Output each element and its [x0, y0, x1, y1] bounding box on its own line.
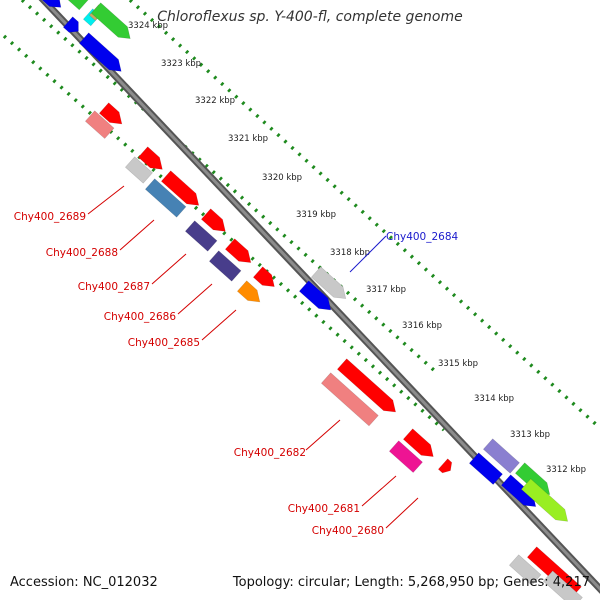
gene-arrow[interactable] [144, 178, 187, 218]
ruler-tick-label: 3315 kbp [438, 359, 478, 369]
ruler-tick-label: 3319 kbp [296, 210, 336, 220]
ruler-tick-label: 3324 kbp [128, 21, 168, 31]
gene-arrow[interactable] [160, 170, 200, 206]
ruler-tick-label: 3322 kbp [195, 96, 235, 106]
accession-text: Accession: NC_012032 [10, 575, 158, 590]
gene-label-leader [349, 235, 387, 273]
lower-dotted-line [2, 34, 446, 432]
ruler-tick-label: 3312 kbp [546, 465, 586, 475]
ruler-tick-label: 3313 kbp [510, 430, 550, 440]
gene-label[interactable]: Chy400_2689 [14, 211, 86, 223]
ruler-dotted-line [128, 0, 600, 430]
gene-arrow[interactable] [200, 208, 226, 232]
ruler-tick-label: 3323 kbp [161, 59, 201, 69]
gene-arrow[interactable] [84, 110, 115, 139]
gene-arrow[interactable] [208, 250, 242, 282]
gene-label[interactable]: Chy400_2685 [128, 337, 200, 349]
gene-label-leader [305, 419, 341, 451]
gene-arrow[interactable] [98, 102, 123, 125]
gene-arrow[interactable] [320, 372, 379, 427]
gene-arrow[interactable] [62, 16, 79, 33]
gene-label[interactable]: Chy400_2688 [46, 247, 118, 259]
gene-arrow[interactable] [520, 478, 569, 522]
gene-arrow[interactable] [67, 0, 89, 11]
gene-arrow[interactable] [388, 440, 423, 473]
ruler-tick-label: 3321 kbp [228, 134, 268, 144]
gene-arrow[interactable] [236, 280, 261, 303]
gene-label-leader [385, 497, 419, 529]
gene-label-leader [201, 309, 237, 341]
gene-label-leader [87, 185, 125, 215]
ruler-tick-label: 3320 kbp [262, 173, 302, 183]
gene-arrow[interactable] [336, 358, 397, 413]
gene-label[interactable]: Chy400_2680 [312, 525, 384, 537]
gene-label[interactable]: Chy400_2686 [104, 311, 177, 323]
gene-label-leader [119, 219, 155, 251]
gene-arrow[interactable] [508, 554, 542, 586]
genome-summary-text: Topology: circular; Length: 5,268,950 bp… [232, 575, 590, 590]
gene-arrow[interactable] [542, 570, 583, 600]
gene-label[interactable]: Chy400_2684 [386, 231, 459, 243]
gene-arrow[interactable] [124, 156, 153, 184]
gene-arrow[interactable] [298, 280, 332, 311]
gene-arrow[interactable] [90, 2, 131, 40]
gene-label-leader [361, 475, 397, 507]
ruler-tick-label: 3318 kbp [330, 248, 370, 258]
gene-label[interactable]: Chy400_2682 [234, 447, 306, 459]
gene-arrow[interactable] [41, 0, 62, 8]
gene-label[interactable]: Chy400_2681 [288, 503, 360, 515]
gene-arrow[interactable] [310, 266, 347, 300]
gene-label-leader [177, 283, 213, 315]
gene-arrow[interactable] [78, 32, 122, 72]
gene-arrow[interactable] [137, 146, 163, 170]
gene-arrow[interactable] [184, 220, 218, 252]
gene-label[interactable]: Chy400_2687 [78, 281, 150, 293]
gene-arrow[interactable] [252, 266, 275, 288]
gene-label-leader [151, 253, 187, 285]
gene-arrow[interactable] [468, 452, 503, 485]
gene-arrow[interactable] [224, 238, 252, 264]
gene-arrow[interactable] [437, 458, 453, 474]
ruler-tick-label: 3314 kbp [474, 394, 514, 404]
ruler-tick-label: 3317 kbp [366, 285, 406, 295]
ruler-tick-label: 3316 kbp [402, 321, 442, 331]
gene-arrow[interactable] [482, 438, 520, 474]
map-title: Chloroflexus sp. Y-400-fl, complete geno… [157, 9, 463, 25]
gene-arrow[interactable] [402, 428, 434, 458]
